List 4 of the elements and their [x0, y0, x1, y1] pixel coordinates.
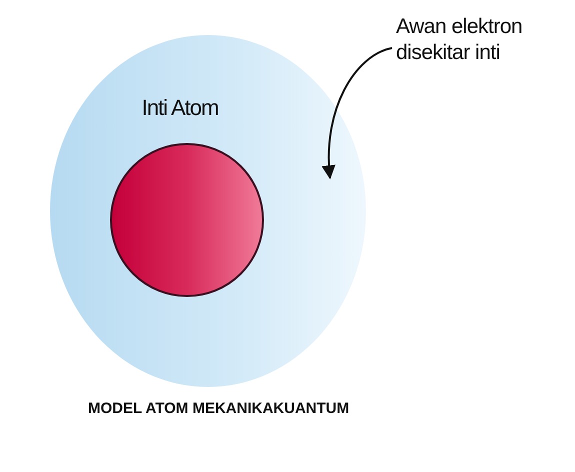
arrow — [322, 47, 392, 180]
callout-text: Awan elektron disekitar inti — [396, 14, 574, 66]
nucleus-label: Inti Atom — [142, 95, 218, 121]
caption: MODEL ATOM MEKANIKAKUANTUM — [88, 400, 350, 417]
